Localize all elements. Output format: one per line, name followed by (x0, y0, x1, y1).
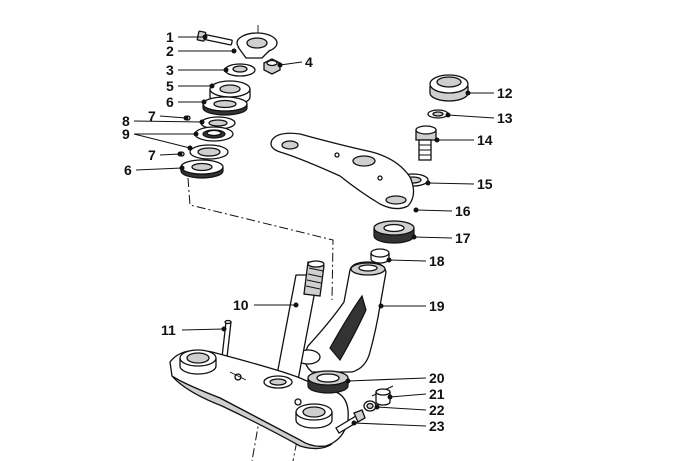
left-stack-parts (179, 25, 281, 179)
callout-7-lower: 7 (148, 147, 156, 163)
spacer-part-21 (375, 388, 391, 406)
washer-part-22 (363, 400, 377, 412)
callout-10: 10 (233, 297, 249, 313)
callout-3: 3 (166, 62, 174, 78)
callout-20: 20 (429, 370, 445, 386)
bearing-part-17 (373, 220, 415, 244)
screw-part-23 (335, 409, 366, 434)
steering-tube-part-19 (295, 261, 387, 373)
clamp-part-2 (236, 25, 278, 59)
callout-6-lower: 6 (124, 162, 132, 178)
callout-2: 2 (166, 43, 174, 59)
right-stack-parts (370, 74, 469, 264)
callout-9: 9 (122, 126, 130, 142)
callout-15: 15 (477, 176, 493, 192)
callout-18: 18 (429, 253, 445, 269)
callout-19: 19 (429, 298, 445, 314)
callout-8: 8 (122, 113, 130, 129)
callout-13: 13 (497, 110, 513, 126)
callout-16: 16 (455, 203, 471, 219)
callout-11: 11 (161, 322, 176, 338)
nut-part-4 (263, 58, 281, 75)
fork-tube-part-10 (275, 260, 325, 381)
bolt-part-1 (196, 30, 233, 46)
seal-part-6-upper (202, 96, 248, 116)
callout-17: 17 (455, 230, 471, 246)
cap-part-12 (429, 74, 469, 102)
callout-21: 21 (429, 386, 445, 402)
race-part-9-lower (189, 144, 229, 160)
callout-1: 1 (166, 29, 174, 45)
top-bridge-part-16 (270, 132, 415, 210)
ring-part-3 (224, 63, 256, 77)
callout-4: 4 (305, 54, 313, 70)
callout-5: 5 (166, 78, 174, 94)
seal-part-6-lower (180, 159, 224, 179)
bolt-part-14 (415, 125, 437, 161)
race-part-9-upper (194, 126, 234, 142)
callout-labels: 1 2 3 4 5 6 7 8 9 7 6 10 11 12 13 14 15 … (122, 29, 513, 434)
ring-part-18 (370, 248, 390, 264)
bearing-part-20 (307, 370, 349, 394)
callout-6-upper: 6 (166, 94, 174, 110)
callout-22: 22 (429, 402, 445, 418)
leader-lines (133, 34, 495, 427)
callout-7-upper: 7 (148, 108, 156, 124)
lower-bridge (169, 349, 349, 450)
callout-23: 23 (429, 418, 445, 434)
callout-12: 12 (497, 85, 513, 101)
washer-part-13 (427, 109, 449, 119)
callout-14: 14 (477, 132, 493, 148)
